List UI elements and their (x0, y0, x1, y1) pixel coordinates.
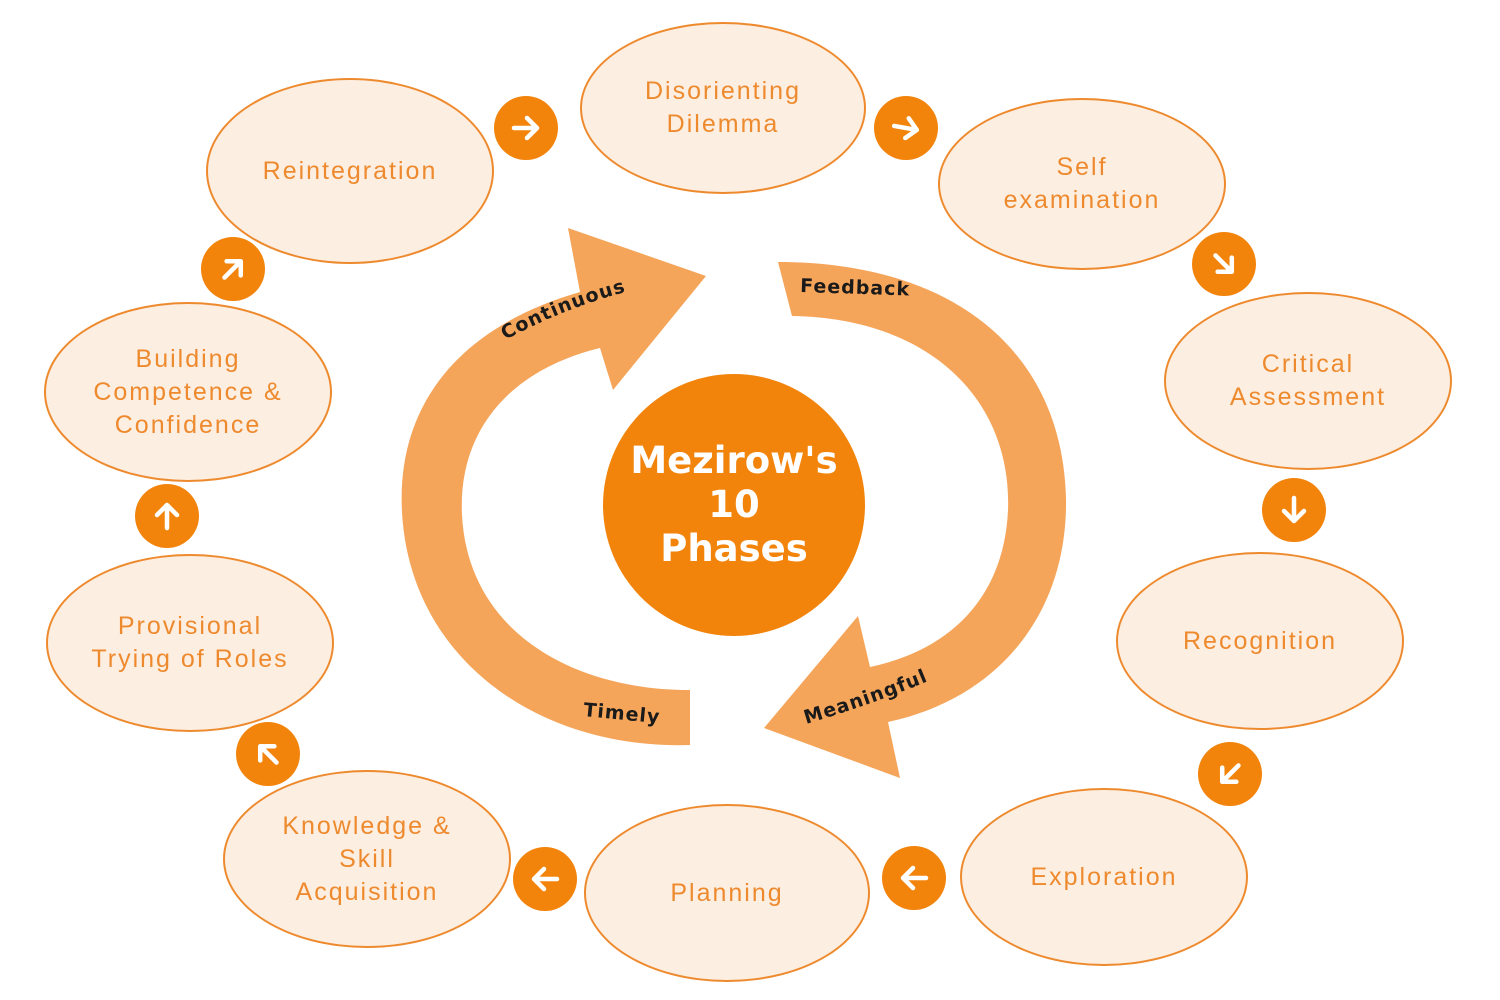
phase-label: Planning (670, 878, 784, 907)
arrow-icon (494, 96, 558, 160)
arrow-icon (1262, 478, 1326, 542)
label-feedback-text: Feedback (800, 275, 910, 301)
phase-label: Knowledge & Skill Acquisition (282, 811, 452, 906)
right-cycle-arrow (764, 262, 1067, 778)
phase-reintegration: Reintegration (206, 78, 494, 264)
phase-recognition: Recognition (1116, 552, 1404, 730)
phase-exploration: Exploration (960, 788, 1248, 966)
phase-label: Recognition (1182, 626, 1338, 655)
phase-label: Reintegration (262, 156, 438, 185)
phase-critical-assessment: Critical Assessment (1164, 292, 1452, 470)
arrow-icon (236, 722, 300, 786)
arrow-icon (135, 484, 199, 548)
phase-label: Critical Assessment (1229, 350, 1387, 411)
arrow-icon (874, 96, 938, 160)
label-feedback: Feedback (800, 275, 911, 301)
arrow-icon (201, 237, 265, 301)
arrow-icon (882, 846, 946, 910)
phase-label: Exploration (1030, 862, 1178, 891)
left-cycle-arrow (401, 228, 706, 746)
phase-building-competence-confidence: Building Competence & Confidence (44, 302, 332, 482)
center-title: Mezirow's 10 Phases (630, 439, 838, 570)
phase-planning: Planning (584, 804, 870, 982)
phase-label: Disorienting Dilemma (644, 77, 801, 138)
arrow-icon (1198, 742, 1262, 806)
phase-disorienting-dilemma: Disorienting Dilemma (580, 22, 866, 194)
phase-provisional-trying-of-roles: Provisional Trying of Roles (46, 554, 334, 732)
phase-self-examination: Self examination (938, 98, 1226, 270)
phase-label: Building Competence & Confidence (93, 344, 283, 439)
arrow-icon (1192, 232, 1256, 296)
phase-knowledge-skill-acquisition: Knowledge & Skill Acquisition (223, 770, 511, 948)
center-circle: Mezirow's 10 Phases (603, 374, 865, 636)
phase-label: Provisional Trying of Roles (91, 612, 289, 673)
phase-label: Self examination (1003, 153, 1161, 214)
arrow-icon (513, 847, 577, 911)
